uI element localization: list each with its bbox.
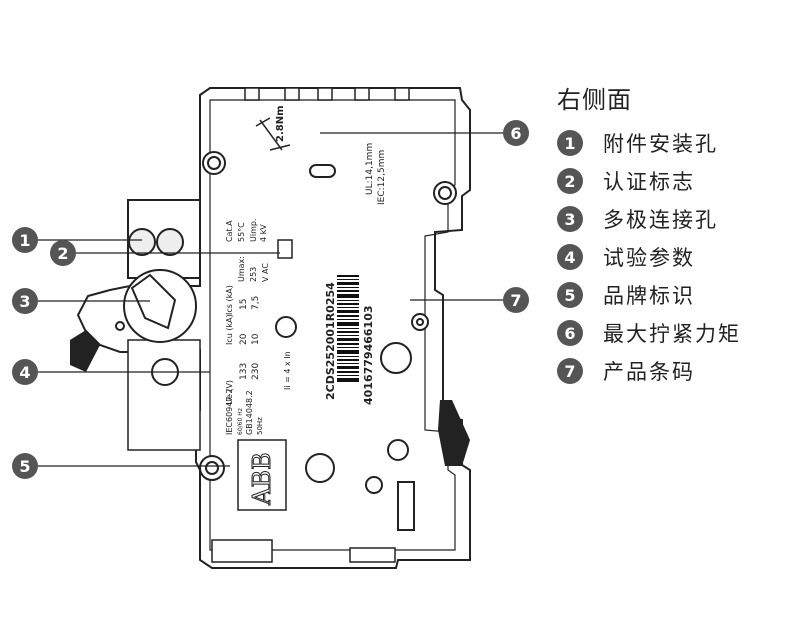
table-r1-icu: 20: [239, 333, 249, 345]
legend-item: 5 品牌标识: [557, 276, 741, 314]
legend-number: 3: [557, 206, 583, 232]
std-iec: IEC60947-2: [225, 389, 234, 435]
cert-253: 253: [249, 267, 258, 282]
callout-1: 1: [12, 227, 38, 253]
torque-label: 2.8Nm: [275, 105, 286, 142]
legend-item: 1 附件安装孔: [557, 124, 741, 162]
legend-label: 认证标志: [603, 170, 695, 194]
table-r2-ue: 230: [251, 363, 261, 380]
bottom-slots: [211, 539, 396, 563]
table-header-ue: Ue (V): [225, 380, 234, 405]
top-slots: [244, 87, 410, 101]
iec-label: IEC:12,5mm: [377, 150, 387, 205]
legend-label: 品牌标识: [603, 284, 695, 308]
std-50hz: 50Hz: [256, 417, 264, 435]
cert-vac: V AC: [261, 263, 270, 282]
legend-label: 最大拧紧力矩: [603, 322, 741, 346]
legend-number: 6: [557, 320, 583, 346]
mounting-holes: [199, 151, 457, 494]
legend-title: 右侧面: [557, 86, 632, 114]
legend-item: 3 多极连接孔: [557, 200, 741, 238]
legend-list: 1 附件安装孔 2 认证标志 3 多极连接孔 4 试验参数 5 品牌标识 6 最…: [557, 124, 741, 390]
legend-number: 5: [557, 282, 583, 308]
legend-item: 4 试验参数: [557, 238, 741, 276]
barcode: [337, 275, 359, 382]
legend-label: 试验参数: [603, 246, 695, 270]
table-r2-ics: 7,5: [251, 296, 261, 310]
brand-logo: ABB: [248, 452, 276, 506]
device-body: [76, 87, 471, 569]
legend-label: 多极连接孔: [603, 208, 718, 232]
callout-6: 6: [503, 120, 529, 146]
callout-2: 2: [50, 240, 76, 266]
callout-7: 7: [503, 287, 529, 313]
ii-label: Ii = 4 x In: [283, 351, 292, 390]
legend-number: 2: [557, 168, 583, 194]
callout-4: 4: [12, 359, 38, 385]
multipole-connection-hole: [115, 269, 201, 451]
torque-icon: [255, 117, 291, 151]
ul-label: UL:14,1mm: [365, 143, 375, 195]
accessory-mounting-holes: [127, 199, 201, 279]
barcode-number: 4016779466103: [362, 306, 375, 406]
legend-number: 1: [557, 130, 583, 156]
callout-3: 3: [12, 288, 38, 314]
cert-umax: Umax:: [237, 256, 246, 282]
std-freq: 60/60 Hz: [237, 408, 244, 435]
cert-kv: 4 kV: [259, 224, 268, 242]
legend-item: 6 最大拧紧力矩: [557, 314, 741, 352]
toggle-handle: [70, 330, 100, 372]
legend-number: 7: [557, 358, 583, 384]
table-r1-ue: 133: [239, 363, 249, 380]
legend-label: 产品条码: [603, 360, 695, 384]
legend-item: 2 认证标志: [557, 162, 741, 200]
product-code: 2CDS252001R0254: [324, 282, 337, 400]
legend-item: 7 产品条码: [557, 352, 741, 390]
callout-5: 5: [12, 453, 38, 479]
cert-temp: 55°C: [237, 222, 246, 242]
std-gb: GB14048.2: [245, 390, 254, 435]
certification-mark: [277, 239, 293, 259]
table-header-icu: Icu (kA): [225, 314, 234, 345]
callout-lines: [36, 132, 505, 467]
din-clip: [438, 400, 470, 466]
table-header-ics: Ics (kA): [225, 285, 234, 315]
brand-box: [237, 439, 287, 511]
legend-label: 附件安装孔: [603, 132, 718, 156]
table-r1-ics: 15: [239, 299, 249, 310]
cert-cat: Cat.A: [225, 220, 234, 242]
din-spring: [397, 481, 415, 531]
legend-number: 4: [557, 244, 583, 270]
table-r2-icu: 10: [251, 333, 261, 345]
cert-uimp: Uimp.: [249, 219, 258, 243]
